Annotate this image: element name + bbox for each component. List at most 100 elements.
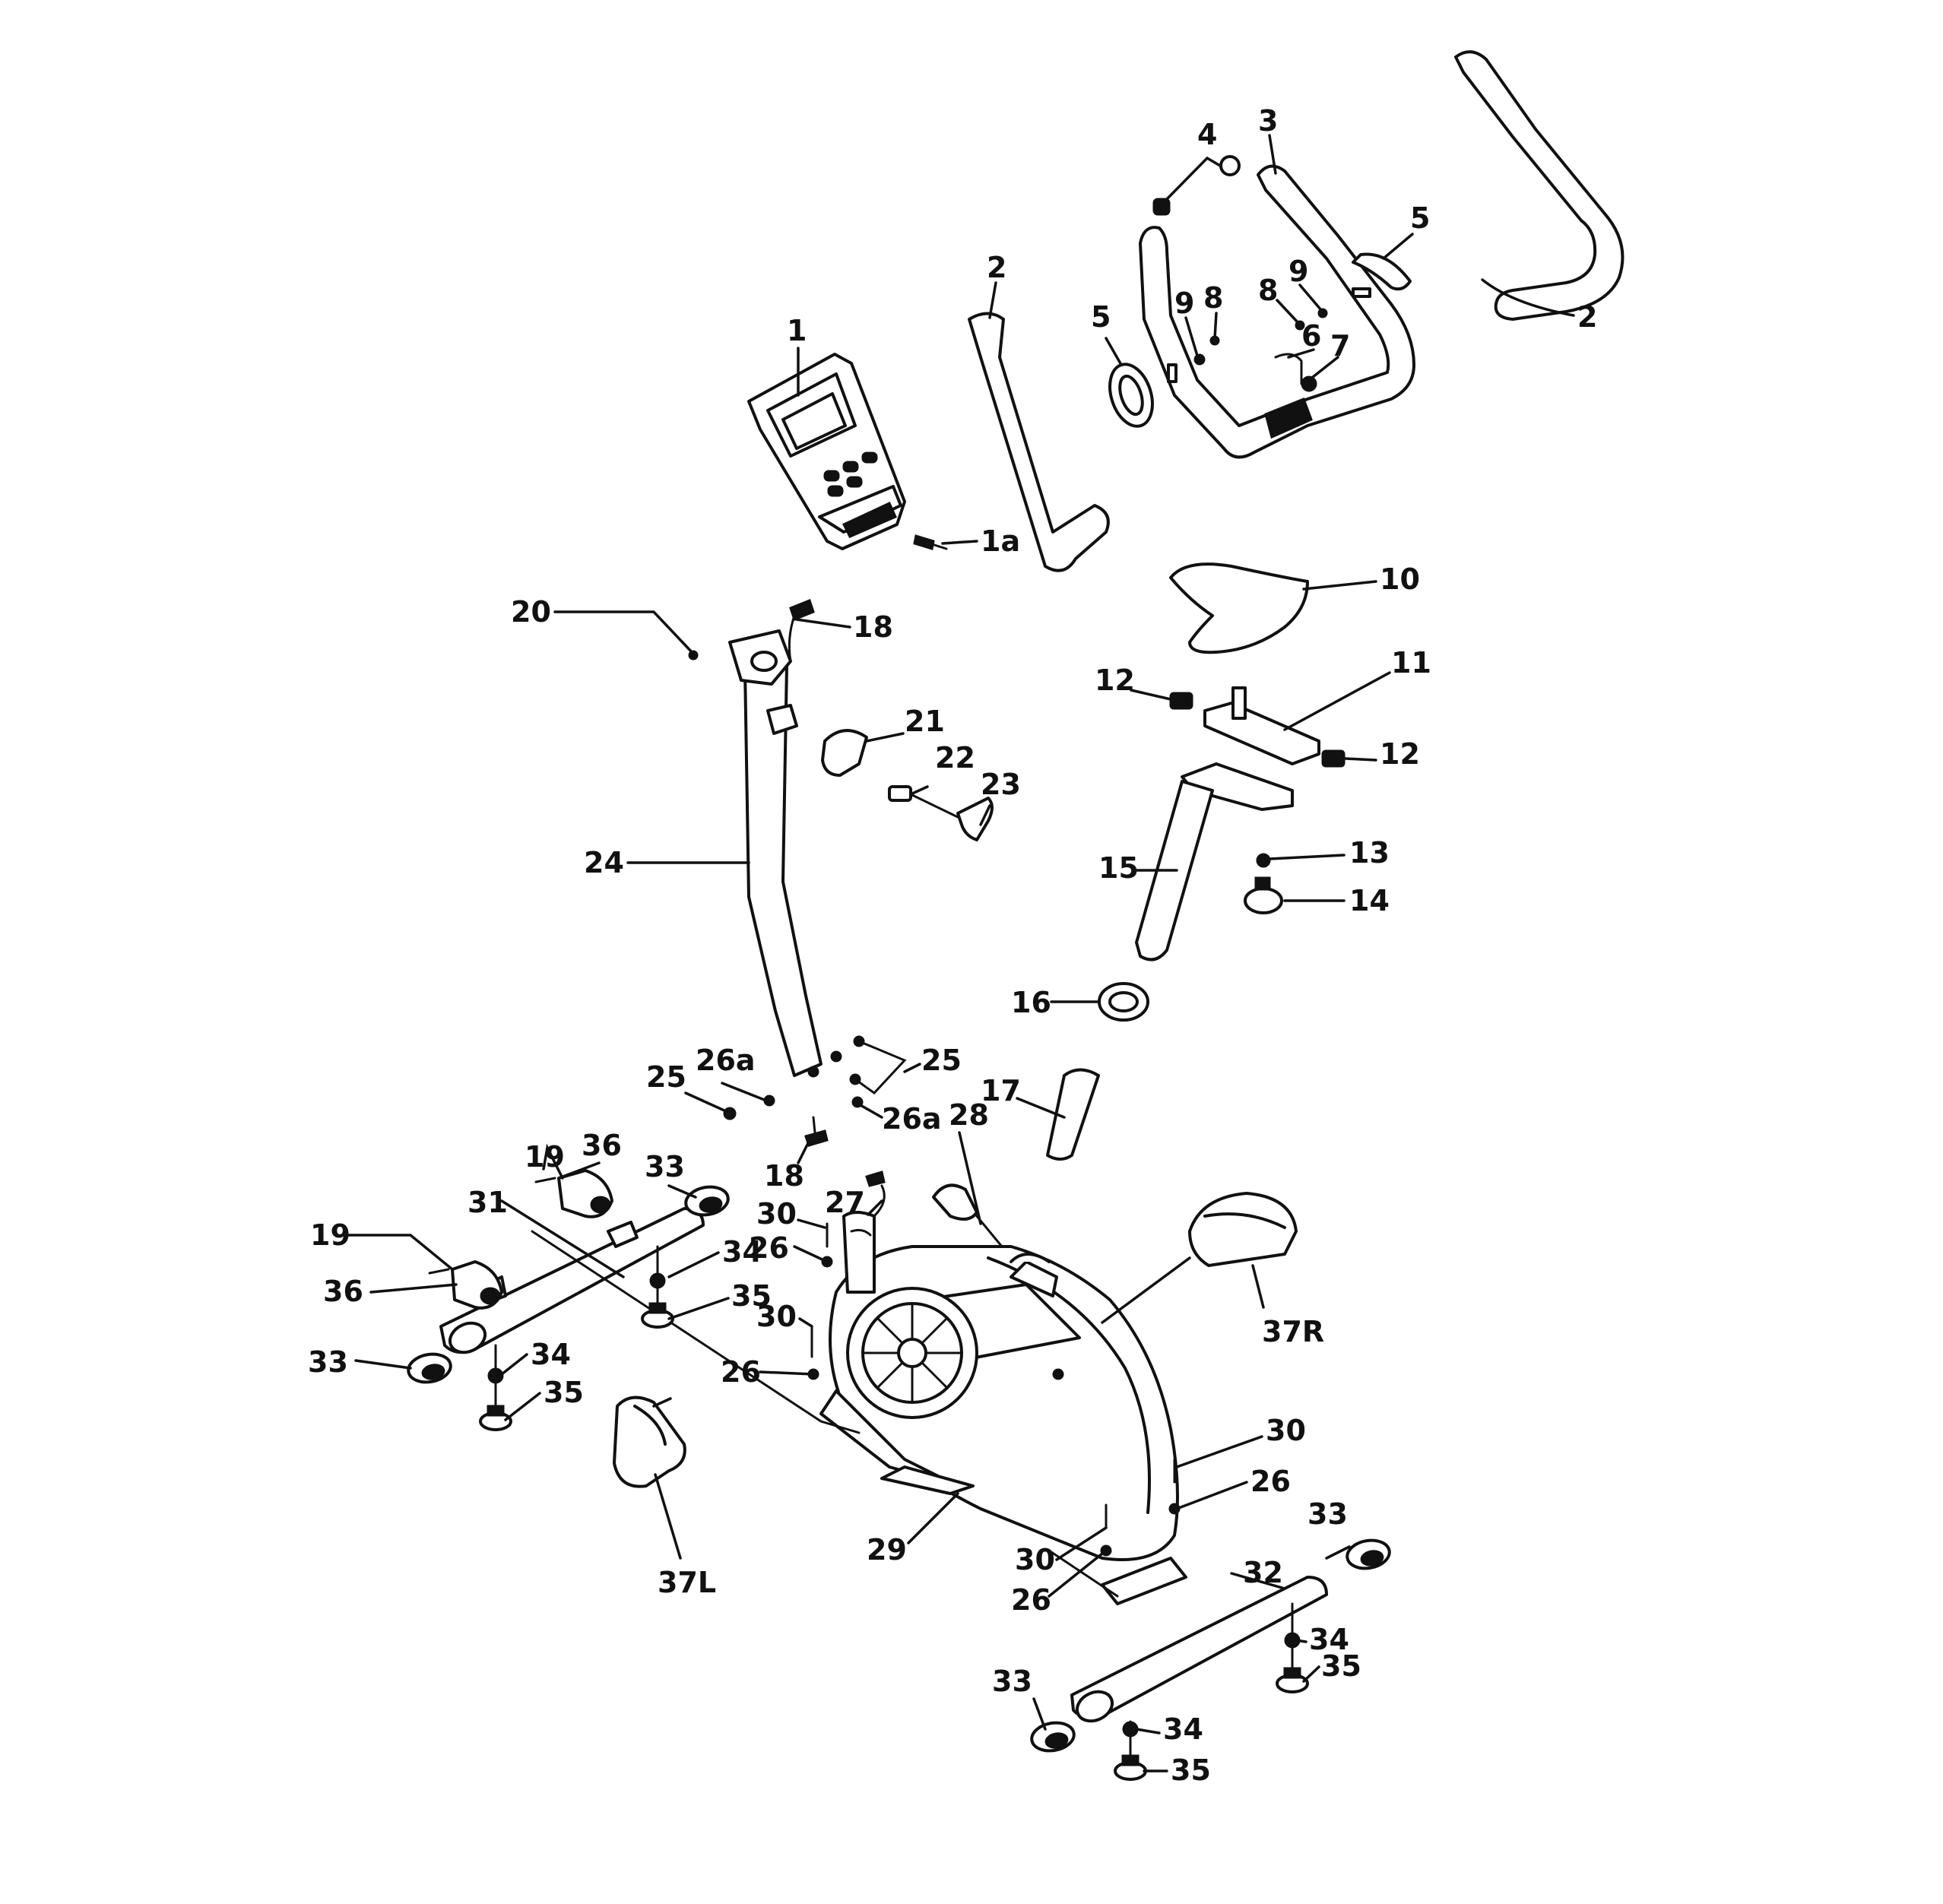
label-9a: 9	[1174, 287, 1194, 320]
label-9b: 9	[1288, 255, 1308, 288]
label-30b: 30	[756, 1300, 797, 1333]
label-22: 22	[935, 741, 975, 775]
post-top-plate-part	[688, 629, 792, 686]
wire-connector-top-part	[788, 599, 815, 663]
label-16: 16	[1011, 986, 1051, 1019]
label-8b: 8	[1258, 274, 1278, 307]
wheel-lower-part	[428, 1260, 503, 1310]
slide-cap-left-part	[1169, 692, 1193, 710]
label-1: 1	[787, 314, 807, 347]
label-26a: 26	[749, 1231, 789, 1265]
label-35a: 35	[731, 1279, 772, 1313]
label-30c: 30	[1266, 1414, 1306, 1447]
seat-knob-part	[1244, 876, 1283, 914]
label-11: 11	[1391, 646, 1431, 680]
end-cap-33c-part	[1346, 1538, 1391, 1570]
console-part	[747, 353, 906, 550]
label-33a: 33	[645, 1150, 685, 1183]
end-cap-33d-part	[1030, 1721, 1076, 1753]
label-2b: 2	[1577, 300, 1597, 334]
end-cap-part	[1152, 155, 1241, 216]
label-26aa: 26a	[696, 1044, 756, 1077]
label-30d: 30	[1015, 1543, 1055, 1576]
label-27: 27	[825, 1186, 865, 1219]
leader-lines	[344, 134, 1575, 1773]
wheel-upper-part	[534, 1169, 613, 1218]
label-7: 7	[1330, 329, 1350, 363]
washer-part	[1256, 853, 1271, 868]
end-cap-33b-part	[407, 1352, 452, 1384]
label-18a: 18	[853, 610, 893, 644]
label-19a: 19	[525, 1140, 565, 1174]
label-35b: 35	[544, 1376, 584, 1409]
label-33c: 33	[1307, 1497, 1348, 1531]
label-29: 29	[867, 1533, 907, 1567]
label-33b: 33	[308, 1345, 348, 1379]
bushing-ring-part	[1098, 982, 1149, 1022]
label-5a: 5	[1091, 300, 1111, 334]
label-23: 23	[981, 768, 1021, 801]
label-12a: 12	[1095, 664, 1135, 697]
side-cover-left-part	[613, 1396, 686, 1488]
console-screw-part	[913, 534, 948, 550]
seat-part	[1169, 562, 1309, 654]
frame-lower-tube-part	[531, 1230, 861, 1434]
label-6: 6	[1301, 319, 1321, 353]
label-32: 32	[1243, 1556, 1283, 1589]
rear-stabilizer-part	[1070, 1557, 1328, 1723]
label-25a: 25	[646, 1060, 686, 1094]
main-handlebar-part	[1139, 164, 1415, 459]
seat-sleeve-part	[1046, 1068, 1100, 1161]
label-24: 24	[584, 846, 624, 879]
label-10: 10	[1380, 562, 1420, 596]
pulse-sensor-left-part	[1108, 363, 1154, 428]
leveler-front-right-part	[641, 1245, 674, 1329]
label-36b: 36	[323, 1275, 363, 1308]
sensor-wire-part	[865, 1171, 886, 1218]
label-26ab: 26a	[882, 1102, 942, 1136]
adjustment-knob-part	[909, 793, 994, 841]
label-37l: 37L	[658, 1566, 716, 1599]
label-17: 17	[981, 1074, 1021, 1107]
label-19b: 19	[310, 1218, 350, 1252]
label-26b: 26	[721, 1355, 761, 1389]
label-12b: 12	[1380, 737, 1420, 771]
side-cover-right-part	[1188, 1192, 1298, 1267]
label-18b: 18	[764, 1159, 804, 1193]
end-cap-33a-part	[684, 1185, 730, 1217]
knob-bushing-part	[888, 785, 912, 802]
label-1a: 1a	[981, 524, 1020, 558]
label-2a: 2	[987, 251, 1006, 284]
label-21: 21	[905, 705, 945, 738]
label-15: 15	[1098, 851, 1139, 885]
label-37r: 37R	[1262, 1315, 1324, 1348]
label-3: 3	[1258, 104, 1278, 138]
label-34b: 34	[531, 1338, 571, 1371]
part-labels: 1 1a 2 2 3 4 5 5 6 7 8 8 9 9 10 11 12 12…	[308, 104, 1597, 1787]
label-13: 13	[1349, 836, 1390, 870]
main-frame-part	[819, 1211, 1179, 1561]
handlebar-post-part	[743, 664, 823, 1077]
tension-knob-part	[932, 1183, 1003, 1248]
label-33d: 33	[992, 1665, 1032, 1698]
slide-cap-right-part	[1321, 749, 1346, 768]
label-30a: 30	[756, 1197, 797, 1231]
seat-slide-part	[1203, 686, 1320, 765]
label-31: 31	[468, 1186, 508, 1219]
small-hardware-part	[1193, 308, 1328, 392]
label-25b: 25	[921, 1044, 962, 1077]
label-26c: 26	[1250, 1465, 1291, 1498]
label-35d: 35	[1171, 1754, 1211, 1787]
label-8a: 8	[1203, 281, 1223, 315]
handlebar-right-part	[1454, 50, 1624, 321]
label-34a: 34	[722, 1235, 762, 1269]
label-34c: 34	[1309, 1623, 1349, 1656]
label-34d: 34	[1163, 1712, 1203, 1746]
label-35c: 35	[1321, 1649, 1361, 1683]
label-36a: 36	[582, 1129, 622, 1162]
label-4: 4	[1197, 118, 1217, 151]
label-26d: 26	[1011, 1583, 1051, 1617]
label-14: 14	[1349, 884, 1390, 917]
label-20: 20	[511, 595, 551, 629]
